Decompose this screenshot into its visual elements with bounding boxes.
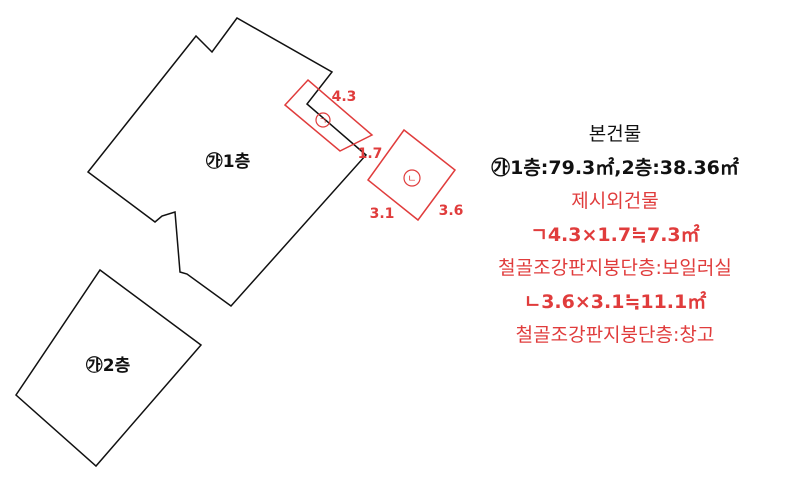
floor2-label: ㉮2층 xyxy=(86,355,131,376)
shed-b-marker-circle xyxy=(403,169,421,187)
shed-b-dim-left: 3.1 xyxy=(370,206,395,222)
shed-a-dim-top: 4.3 xyxy=(332,89,357,105)
legend-main-title: 본건물 xyxy=(588,123,642,145)
shed-b-outline xyxy=(366,128,457,222)
shed-b-dim-right: 3.6 xyxy=(439,203,464,219)
legend-item-a-desc: 철골조강판지붕단층:보일러실 xyxy=(498,257,732,279)
shed-a-outline xyxy=(283,78,374,152)
shed-a-marker-circle xyxy=(315,112,331,128)
legend-extra-title: 제시외건물 xyxy=(571,190,659,212)
floor1-outline xyxy=(86,17,368,308)
shed-a-dim-side: 1.7 xyxy=(358,146,383,162)
shed-a-marker: ㄱ xyxy=(319,117,327,127)
building-legend: 본건물 ㉮1층:79.3㎡,2층:38.36㎡ 제시외건물 ㄱ4.3×1.7≒7… xyxy=(450,118,780,353)
legend-main-areas: ㉮1층:79.3㎡,2층:38.36㎡ xyxy=(491,156,739,179)
legend-item-a-area: ㄱ4.3×1.7≒7.3㎡ xyxy=(530,223,700,246)
shed-b-marker: ㄴ xyxy=(407,174,416,185)
legend-item-b-area: ㄴ3.6×3.1≒11.1㎡ xyxy=(523,290,707,313)
floor1-label: ㉮1층 xyxy=(206,151,251,172)
legend-item-b-desc: 철골조강판지붕단층:창고 xyxy=(515,324,715,346)
floor2-outline xyxy=(15,268,203,468)
